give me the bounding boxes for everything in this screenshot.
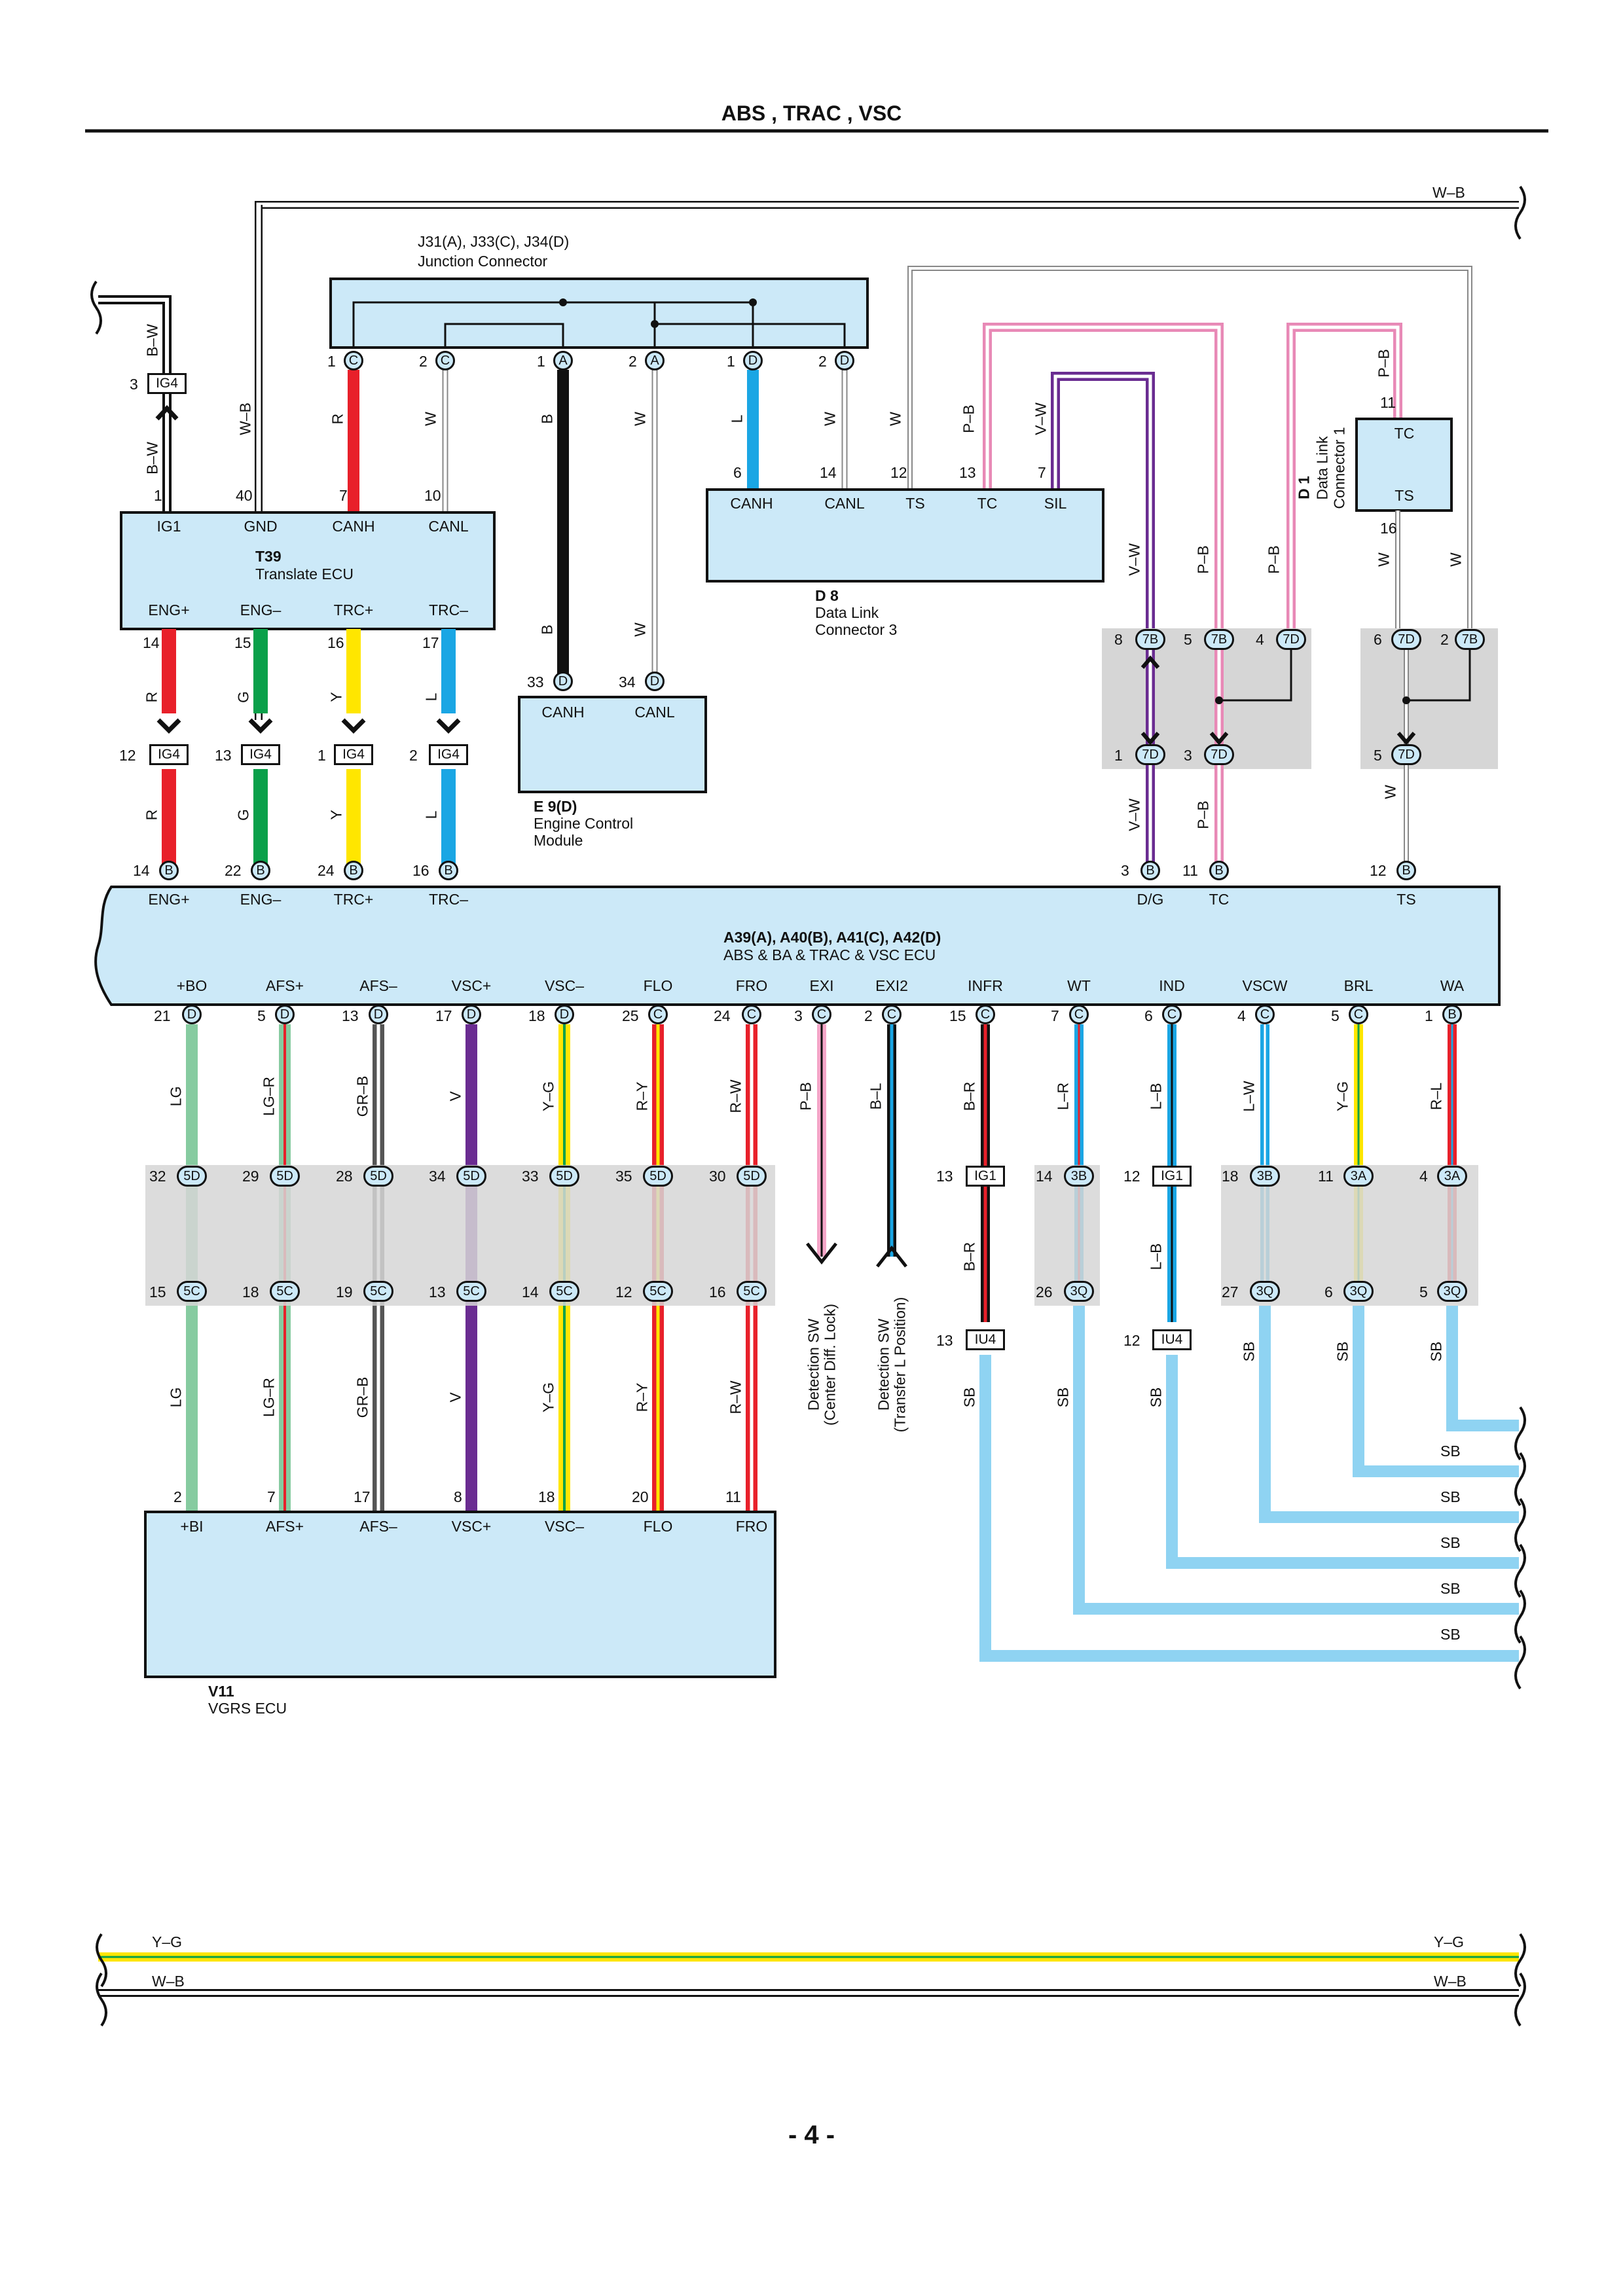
t39-id: T39 [255,548,282,565]
wire-label-bl: B–L [867,1083,884,1110]
junction-id: J31(A), J33(C), J34(D) [418,233,570,250]
wire-label-v-low: V [447,1392,464,1403]
wire-label-lw: L–W [1240,1081,1258,1112]
wire-label-ry: R–Y [633,1081,651,1111]
wire-label-pb: P–B [960,404,977,433]
wire-label-wb: W–B [236,403,254,435]
wire-label-lb: L–B [1147,1083,1165,1110]
wire-label-bw-top: B–W [143,324,161,357]
wire-label-w3: W [821,412,839,426]
detection-sw2-line1: Detection SW [875,1318,892,1411]
wire-label-yg-low: Y–G [539,1382,557,1413]
page-number: - 4 - [788,2121,835,2149]
sb-label-d: SB [1440,1580,1461,1597]
wire-label-pb-exi: P–B [797,1082,814,1111]
wire-label-y-t39: Y [327,692,345,702]
wire-label-sb-3: SB [1147,1387,1165,1408]
wire-label-rw: R–W [727,1079,744,1113]
wire-label-sb-2: SB [1054,1387,1072,1408]
sb-label-c: SB [1440,1534,1461,1551]
wire-label-sb-5: SB [1334,1341,1351,1362]
wire-label-l-abs: L [422,810,440,819]
wire-label-lgr: LG–R [260,1076,278,1117]
wire-label-l-t39: L [422,692,440,702]
wire-label-b-lower: B [538,624,556,635]
ig4-top-pin: 3 [130,376,138,393]
wire-label-lb-2: L–B [1147,1243,1165,1270]
wire-label-lgr-low: LG–R [260,1377,278,1418]
wire-label-r-t39: R [143,691,160,703]
wire-label-lr: L–R [1054,1082,1072,1111]
wire-label-ry-low: R–Y [633,1382,651,1412]
wire-label-r: R [329,413,346,425]
bottom-bus-yg-right: Y–G [1434,1933,1465,1950]
wire-label-grb-low: GR–B [354,1376,371,1418]
wire-label-sb-6: SB [1427,1341,1445,1362]
wire-label-pb-2: P–B [1194,545,1212,574]
wire-label-grb: GR–B [354,1075,371,1117]
bottom-bus-wb-right: W–B [1434,1973,1467,1990]
wire-label-w2: W [631,412,649,426]
wire-label-g-abs: G [234,809,252,821]
detection-sw2-line2: (Transfer L Position) [891,1297,909,1433]
wire-label-sb-4: SB [1240,1341,1258,1362]
wire-label-bw: B–W [143,442,161,475]
wire-label-lg: LG [167,1086,185,1107]
wire-label-w-7d: W [1381,785,1399,799]
ig4-top-connector: IG4 [147,373,187,394]
wire-label-w-d1: W [1375,552,1393,567]
junction-name: Junction Connector [418,253,548,270]
abs-ecu-id: A39(A), A40(B), A41(C), A42(D) [723,929,941,946]
wire-label-w: W [422,412,439,426]
wire-label-pb-4: P–B [1194,800,1212,829]
wire-label-b: B [538,414,556,424]
wire-label-br: B–R [960,1081,978,1111]
wire-label-yg2: Y–G [1334,1081,1351,1112]
bottom-bus-yg-left: Y–G [152,1933,183,1950]
t39-name: Translate ECU [255,565,354,583]
wire-label-w4: W [886,412,904,426]
bw-wire [90,280,172,512]
wire-label-vw-2: V–W [1125,543,1143,576]
wire-label-rl: R–L [1427,1082,1445,1111]
wire-label-sb-1: SB [960,1387,978,1408]
wire-label-vw-3: V–W [1125,798,1143,831]
wire-label-v: V [447,1091,464,1102]
wire-label-w-lower: W [631,622,649,637]
wire-label-pb-d1: P–B [1375,349,1393,378]
abs-ecu-name: ABS & BA & TRAC & VSC ECU [723,946,936,963]
detection-sw1-line2: (Center Diff. Lock) [821,1303,839,1426]
top-bus-label: W–B [1432,184,1465,201]
wire-label-y-abs: Y [327,810,345,820]
wire-label-w-d1b: W [1447,552,1465,567]
sb-label-e: SB [1440,1626,1461,1643]
detection-sw1-line1: Detection SW [805,1318,822,1411]
wire-label-br-2: B–R [960,1242,978,1272]
bottom-bus-wb-left: W–B [152,1973,185,1990]
page-title: ABS , TRAC , VSC [721,101,902,125]
wire-label-g-t39: G [234,691,252,703]
wire-label-lg-low: LG [167,1387,185,1408]
sb-label-b: SB [1440,1488,1461,1505]
wire-label-yg: Y–G [539,1081,557,1112]
sb-label-a: SB [1440,1443,1461,1460]
wire-label-r-abs: R [143,809,160,821]
wire-label-rw-low: R–W [727,1380,744,1414]
wire-label-l: L [728,414,746,423]
wire-label-vw: V–W [1032,403,1049,435]
wire-label-pb-3: P–B [1265,545,1283,574]
